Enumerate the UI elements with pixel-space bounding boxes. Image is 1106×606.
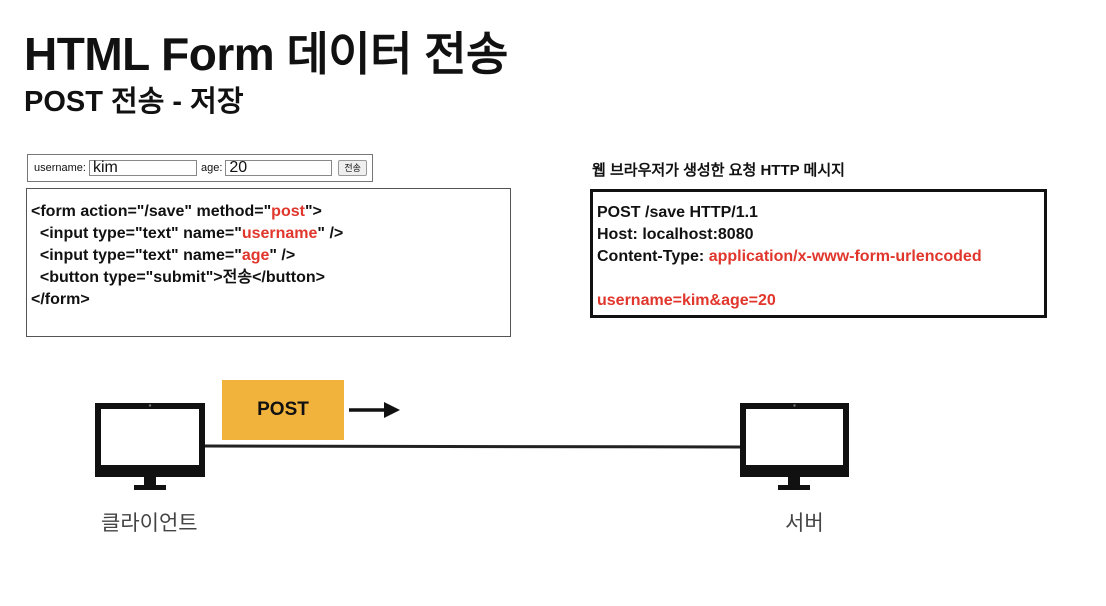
code-line-3: <input type="text" name="age" /> [31, 247, 296, 264]
age-label: age: [200, 162, 223, 174]
age-input[interactable]: 20 [225, 160, 333, 176]
http-message-box: POST /save HTTP/1.1 Host: localhost:8080… [590, 189, 1047, 318]
http-request-line: POST /save HTTP/1.1 [597, 204, 758, 221]
username-input[interactable]: kim [88, 160, 197, 176]
form-preview: username: kim age: 20 전송 [27, 154, 373, 182]
server-label: 서버 [785, 512, 824, 535]
code-keyword-post: post [271, 203, 305, 220]
client-monitor-icon [95, 403, 205, 490]
page-title: HTML Form 데이터 전송 [24, 28, 508, 80]
client-label: 클라이언트 [101, 512, 198, 535]
http-host-header: Host: localhost:8080 [597, 226, 754, 243]
content-type-value: application/x-www-form-urlencoded [708, 248, 982, 265]
code-line-1: <form action="/save" method="post"> [31, 203, 322, 220]
http-content-type-header: Content-Type: application/x-www-form-url… [597, 248, 982, 265]
html-code-block: <form action="/save" method="post"> <inp… [26, 188, 511, 337]
username-label: username: [34, 162, 86, 174]
code-keyword-age: age [241, 247, 270, 264]
server-monitor-icon [740, 403, 849, 490]
code-keyword-username: username [241, 225, 318, 242]
code-line-2: <input type="text" name="username" /> [31, 225, 344, 242]
connection-line [204, 444, 741, 449]
http-message-title: 웹 브라우저가 생성한 요청 HTTP 메시지 [592, 162, 845, 179]
post-method-box: POST [222, 380, 344, 440]
http-body: username=kim&age=20 [597, 292, 776, 309]
code-line-4: <button type="submit">전송</button> [31, 269, 325, 286]
arrow-right-icon [349, 402, 400, 418]
submit-button[interactable]: 전송 [338, 160, 367, 176]
code-line-5: </form> [31, 291, 90, 308]
page-subtitle: POST 전송 - 저장 [24, 86, 244, 118]
